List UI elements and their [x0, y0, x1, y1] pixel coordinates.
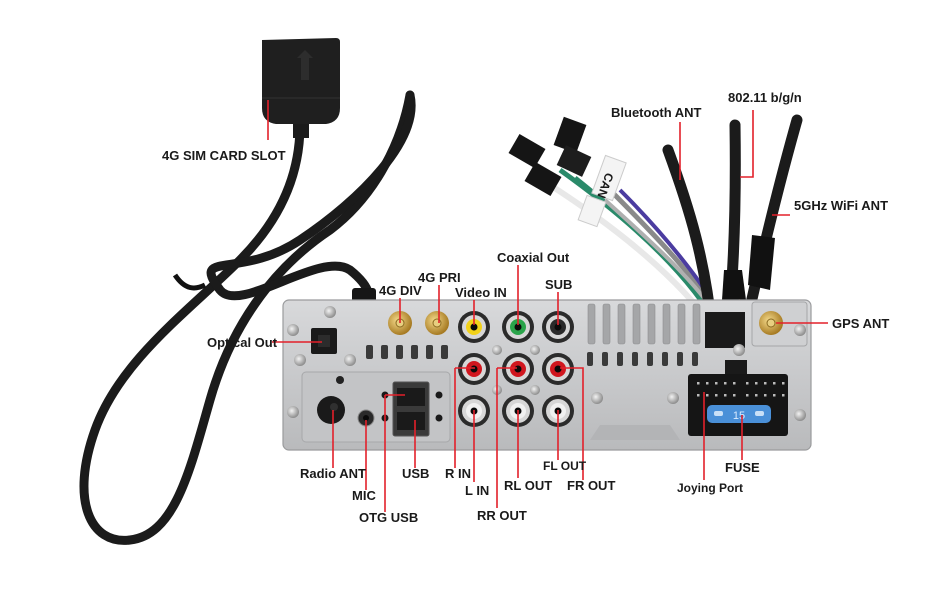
connector-pin: [733, 382, 736, 385]
optical-out-port[interactable]: [311, 328, 337, 354]
label-gps-ant: GPS ANT: [832, 316, 889, 331]
label-5ghz-wifi-ant: 5GHz WiFi ANT: [794, 198, 888, 213]
connector-pin: [782, 382, 785, 385]
label-joying-port: Joying Port: [677, 481, 743, 495]
connector-pin: [706, 382, 709, 385]
connector-pin: [697, 382, 700, 385]
key-tag: [577, 194, 607, 228]
video-in-jack[interactable]: [458, 311, 490, 343]
label-4g-div: 4G DIV: [379, 283, 422, 298]
connector-pin: [755, 394, 758, 397]
label-sim-card-slot: 4G SIM CARD SLOT: [162, 148, 286, 163]
screw-icon: [287, 406, 299, 418]
label-rr-out: RR OUT: [477, 508, 527, 523]
screw-icon: [530, 345, 540, 355]
label-fuse: FUSE: [725, 460, 760, 475]
rr-out-jack[interactable]: [502, 353, 534, 385]
screw-icon: [794, 324, 806, 336]
harness-connector: [524, 161, 562, 197]
label-fl-out: FL OUT: [543, 459, 587, 473]
screws: [287, 306, 806, 421]
fuse[interactable]: 15: [707, 405, 771, 423]
r-in-jack[interactable]: [458, 353, 490, 385]
harness-connector: [556, 145, 592, 177]
screw-icon: [530, 385, 540, 395]
connector-pin: [715, 394, 718, 397]
label-otg-usb: OTG USB: [359, 510, 418, 525]
arrow-up-icon: [297, 50, 313, 80]
sub-jack[interactable]: [542, 311, 574, 343]
wifi-antenna-5ghz: [739, 114, 803, 336]
leader-lines: [267, 100, 828, 512]
harness-socket: [705, 312, 745, 348]
screw-icon: [294, 354, 306, 366]
label-rl-out: RL OUT: [504, 478, 552, 493]
screw-icon: [287, 324, 299, 336]
harness-connector: [553, 116, 587, 154]
screw-icon: [492, 345, 502, 355]
connector-pin: [697, 394, 700, 397]
fr-out-jack[interactable]: [542, 353, 574, 385]
usb-port-upper[interactable]: [397, 388, 425, 406]
sim-card-slot-module[interactable]: [262, 38, 340, 138]
labels: 4G SIM CARD SLOT Optical Out Radio ANT M…: [162, 90, 889, 525]
connector-pin: [715, 382, 718, 385]
label-sub: SUB: [545, 277, 572, 292]
harness-connector: [508, 133, 546, 169]
rca-jacks: [458, 311, 574, 427]
screw-icon: [344, 354, 356, 366]
connector-pin: [773, 382, 776, 385]
coaxial-out-jack[interactable]: [502, 311, 534, 343]
screw-icon: [324, 306, 336, 318]
connector-pin: [764, 394, 767, 397]
label-r-in: R IN: [445, 466, 471, 481]
4g-pri-connector[interactable]: [425, 311, 449, 335]
label-4g-pri: 4G PRI: [418, 270, 461, 285]
usb-port-lower[interactable]: [397, 412, 425, 430]
label-bluetooth-ant: Bluetooth ANT: [611, 105, 702, 120]
port-dot: [435, 391, 443, 399]
fuse-rating: 15: [733, 410, 745, 422]
radio-ant-port[interactable]: [317, 396, 345, 424]
label-802-11-bgn: 802.11 b/g/n: [728, 90, 802, 105]
label-mic: MIC: [352, 488, 376, 503]
can-out-tag: [591, 154, 627, 202]
connector-pin: [724, 394, 727, 397]
connector-pin: [746, 382, 749, 385]
gps-ant-connector[interactable]: [759, 311, 783, 335]
small-jack: [336, 376, 344, 384]
port-dot: [435, 414, 443, 422]
connector-pin: [773, 394, 776, 397]
connector-pin: [746, 394, 749, 397]
screw-icon: [591, 392, 603, 404]
label-fr-out: FR OUT: [567, 478, 615, 493]
connector-pin: [706, 394, 709, 397]
connector-pin: [782, 394, 785, 397]
label-usb: USB: [402, 466, 429, 481]
screw-icon: [794, 409, 806, 421]
connector-pin: [733, 394, 736, 397]
label-l-in: L IN: [465, 483, 489, 498]
connector-pin: [764, 382, 767, 385]
screw-icon: [667, 392, 679, 404]
screw-icon: [733, 344, 745, 356]
label-video-in: Video IN: [455, 285, 507, 300]
label-radio-ant: Radio ANT: [300, 466, 366, 481]
label-optical-out: Optical Out: [207, 335, 278, 350]
connector-pin: [755, 382, 758, 385]
connector-pin: [724, 382, 727, 385]
usb-ports[interactable]: [392, 381, 430, 437]
label-coaxial-out: Coaxial Out: [497, 250, 570, 265]
